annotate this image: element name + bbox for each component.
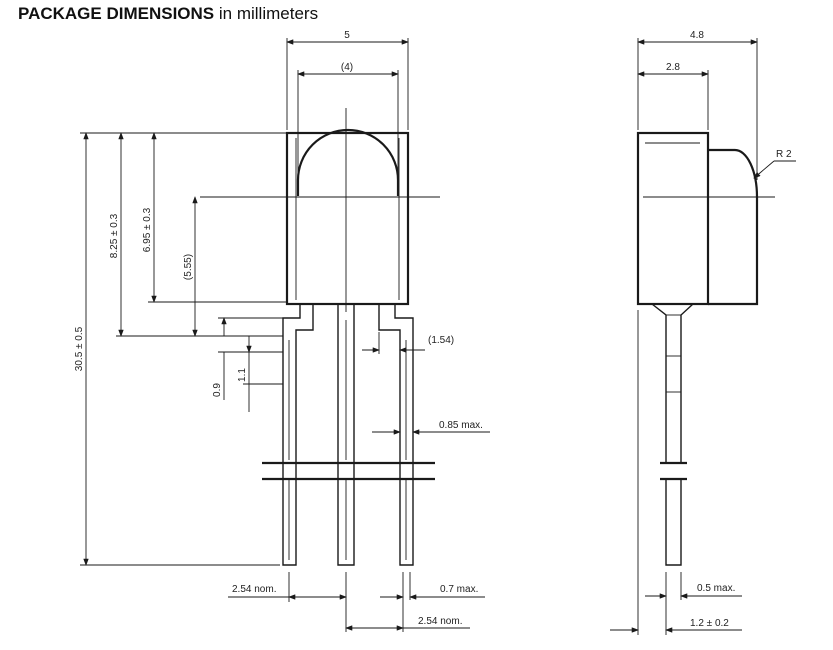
side-lens-bulge xyxy=(708,148,759,306)
front-lead-left xyxy=(282,304,314,566)
dim-side-lead-offset: 1.2 ± 0.2 xyxy=(690,618,729,629)
front-body-outline xyxy=(285,131,410,306)
front-view: 5 (4) 30.5 ± 0.5 8.25 ± 0.3 6.95 ± 0.3 (… xyxy=(74,30,490,632)
dim-lead-thickness-max: 0.7 max. xyxy=(440,584,478,595)
dim-pitch-left: 2.54 nom. xyxy=(232,584,276,595)
dim-height-body: 6.95 ± 0.3 xyxy=(142,207,153,252)
dim-pitch-right: 2.54 nom. xyxy=(418,616,462,627)
dim-height-window: (5.55) xyxy=(183,254,194,280)
dim-height-lens-center: 8.25 ± 0.3 xyxy=(109,213,120,258)
side-lead-lower xyxy=(665,479,682,566)
side-lead-upper xyxy=(651,303,694,463)
dim-depth-total: 4.8 xyxy=(690,30,704,41)
dim-depth-body: 2.8 xyxy=(666,62,680,73)
dim-lead-bend-offset: (1.54) xyxy=(428,335,454,346)
dim-width-total: 5 xyxy=(344,30,350,41)
front-lead-right xyxy=(378,304,414,566)
dim-lead-width-max: 0.85 max. xyxy=(439,420,483,431)
page-title: PACKAGE DIMENSIONS in millimeters xyxy=(18,4,318,24)
side-body-outline xyxy=(636,131,710,306)
front-lens-dome xyxy=(296,128,400,196)
side-view: 4.8 2.8 R 2 0.5 max. 1.2 ± 0.2 xyxy=(610,30,796,635)
dim-width-lens: (4) xyxy=(341,62,353,73)
title-unit: in millimeters xyxy=(218,4,319,23)
dim-lead-step-1: 0.9 xyxy=(212,383,223,397)
dim-radius: R 2 xyxy=(776,149,792,160)
dim-lead-step-2: 1.1 xyxy=(237,368,248,382)
front-lead-middle xyxy=(337,304,355,566)
title-bold: PACKAGE DIMENSIONS xyxy=(18,4,215,23)
dim-overall-length: 30.5 ± 0.5 xyxy=(74,326,85,371)
dim-side-lead-thickness: 0.5 max. xyxy=(697,583,735,594)
